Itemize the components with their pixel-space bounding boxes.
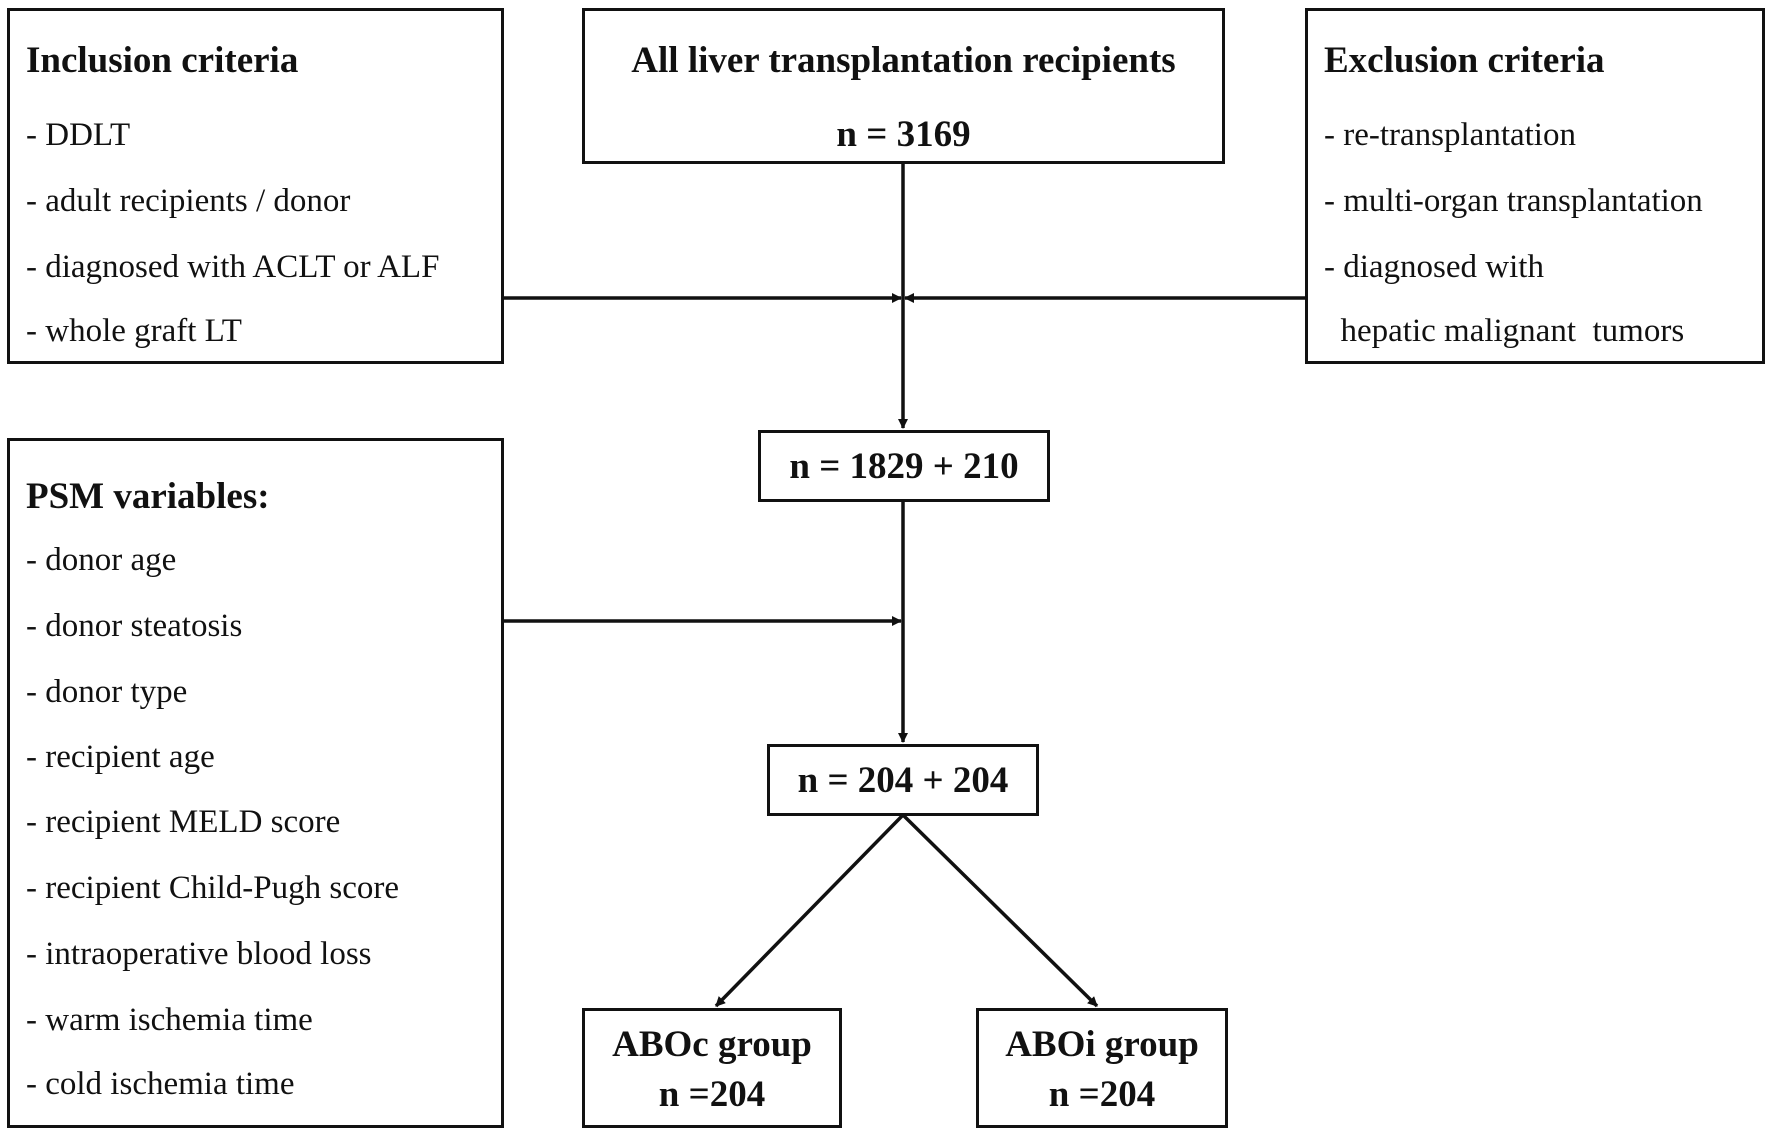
aboc-group-count: n =204 xyxy=(658,1074,766,1115)
psm-variables-title: PSM variables: xyxy=(26,476,270,517)
matched-count: n = 204 + 204 xyxy=(797,760,1009,801)
arrow-to-aboc xyxy=(714,813,905,1008)
aboc-group-title: ABOc group xyxy=(612,1024,812,1065)
exclusion-criteria-box: Exclusion criteria - re-transplantation … xyxy=(1305,8,1765,364)
psm-item: - intraoperative blood loss xyxy=(26,936,372,972)
exclusion-criteria-title: Exclusion criteria xyxy=(1324,40,1605,81)
psm-item: - donor steatosis xyxy=(26,608,243,644)
exclusion-item: - re-transplantation xyxy=(1324,117,1576,153)
inclusion-criteria-title: Inclusion criteria xyxy=(26,40,299,81)
aboi-group-title: ABOi group xyxy=(1005,1024,1199,1065)
psm-item: - warm ischemia time xyxy=(26,1002,313,1038)
inclusion-item: - DDLT xyxy=(26,117,131,153)
aboc-group-box: ABOc group n =204 xyxy=(582,1008,842,1128)
psm-item: - donor type xyxy=(26,674,188,710)
psm-item: - cold ischemia time xyxy=(26,1066,295,1102)
exclusion-item: hepatic malignant tumors xyxy=(1324,313,1685,349)
psm-item: - recipient age xyxy=(26,739,215,775)
exclusion-item: - diagnosed with xyxy=(1324,249,1544,285)
all-recipients-title: All liver transplantation recipients xyxy=(631,40,1176,81)
psm-variables-box: PSM variables: - donor age - donor steat… xyxy=(7,438,504,1128)
after-criteria-count: n = 1829 + 210 xyxy=(789,446,1019,487)
psm-item: - recipient Child-Pugh score xyxy=(26,870,399,906)
exclusion-item: - multi-organ transplantation xyxy=(1324,183,1703,219)
arrow-to-aboi xyxy=(901,813,1099,1008)
matched-box: n = 204 + 204 xyxy=(767,744,1039,816)
inclusion-item: - whole graft LT xyxy=(26,313,242,349)
inclusion-item: - adult recipients / donor xyxy=(26,183,351,219)
psm-item: - donor age xyxy=(26,542,177,578)
aboi-group-box: ABOi group n =204 xyxy=(976,1008,1228,1128)
all-recipients-box: All liver transplantation recipients n =… xyxy=(582,8,1225,164)
psm-item: - recipient MELD score xyxy=(26,804,341,840)
inclusion-item: - diagnosed with ACLT or ALF xyxy=(26,249,440,285)
inclusion-criteria-box: Inclusion criteria - DDLT - adult recipi… xyxy=(7,8,504,364)
all-recipients-count: n = 3169 xyxy=(836,114,971,155)
aboi-group-count: n =204 xyxy=(1048,1074,1156,1115)
after-criteria-box: n = 1829 + 210 xyxy=(758,430,1050,502)
